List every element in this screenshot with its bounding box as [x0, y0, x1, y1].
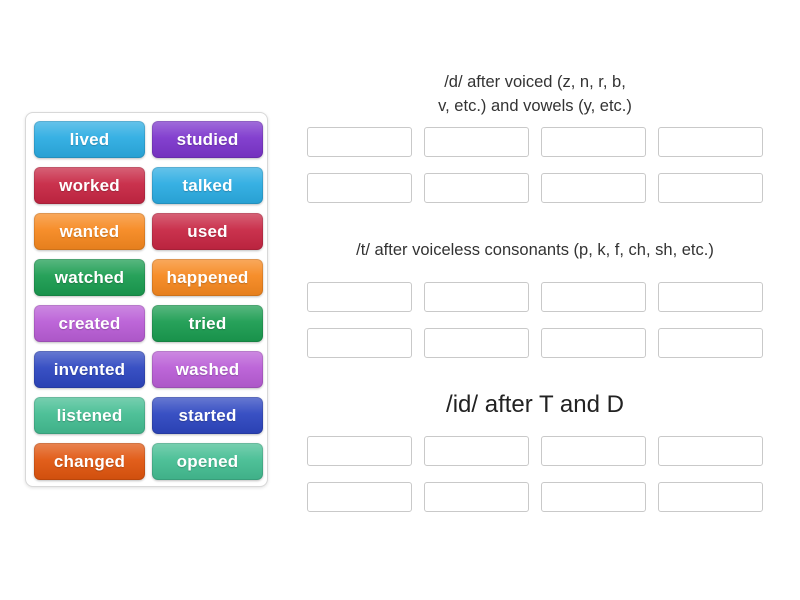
answer-slots	[307, 127, 763, 203]
answer-slot[interactable]	[541, 173, 646, 203]
answer-slot[interactable]	[307, 328, 412, 358]
answer-slot[interactable]	[658, 282, 763, 312]
answer-slot[interactable]	[307, 173, 412, 203]
answer-slot[interactable]	[424, 282, 529, 312]
word-tile-lived[interactable]: lived	[34, 121, 145, 158]
group-id: /id/ after T and D	[300, 388, 770, 512]
answer-slot[interactable]	[541, 482, 646, 512]
answer-slot[interactable]	[658, 436, 763, 466]
word-tile-studied[interactable]: studied	[152, 121, 263, 158]
word-tile-started[interactable]: started	[152, 397, 263, 434]
word-tile-invented[interactable]: invented	[34, 351, 145, 388]
answer-slot[interactable]	[658, 173, 763, 203]
word-tile-watched[interactable]: watched	[34, 259, 145, 296]
answer-slots	[307, 282, 763, 358]
word-tile-happened[interactable]: happened	[152, 259, 263, 296]
answer-slot[interactable]	[541, 282, 646, 312]
word-tile-used[interactable]: used	[152, 213, 263, 250]
word-tile-wanted[interactable]: wanted	[34, 213, 145, 250]
group-title-line: /id/ after T and D	[446, 391, 624, 418]
group-title: /d/ after voiced (z, n, r, b, v, etc.) a…	[300, 70, 770, 118]
answer-slot[interactable]	[541, 436, 646, 466]
group-title-line: /t/ after voiceless consonants (p, k, f,…	[356, 241, 714, 259]
word-tile-worked[interactable]: worked	[34, 167, 145, 204]
answer-slot[interactable]	[424, 436, 529, 466]
answer-slot[interactable]	[307, 282, 412, 312]
answer-slot[interactable]	[658, 482, 763, 512]
group-title: /t/ after voiceless consonants (p, k, f,…	[300, 238, 770, 262]
word-bank: lived studied worked talked wanted used …	[25, 112, 268, 487]
answer-slot[interactable]	[541, 328, 646, 358]
answer-slot[interactable]	[658, 328, 763, 358]
answer-slot[interactable]	[424, 482, 529, 512]
group-title: /id/ after T and D	[300, 388, 770, 422]
word-tile-talked[interactable]: talked	[152, 167, 263, 204]
answer-slot[interactable]	[307, 127, 412, 157]
word-tile-opened[interactable]: opened	[152, 443, 263, 480]
word-tile-listened[interactable]: listened	[34, 397, 145, 434]
group-d-voiced: /d/ after voiced (z, n, r, b, v, etc.) a…	[300, 70, 770, 203]
word-tile-tried[interactable]: tried	[152, 305, 263, 342]
answer-slot[interactable]	[658, 127, 763, 157]
group-title-line: v, etc.) and vowels (y, etc.)	[438, 97, 632, 115]
group-title-line: /d/ after voiced (z, n, r, b,	[444, 73, 626, 91]
answer-slot[interactable]	[424, 127, 529, 157]
word-tile-washed[interactable]: washed	[152, 351, 263, 388]
answer-slot[interactable]	[424, 328, 529, 358]
answer-slots	[307, 436, 763, 512]
answer-slot[interactable]	[424, 173, 529, 203]
word-tile-changed[interactable]: changed	[34, 443, 145, 480]
group-t-voiceless: /t/ after voiceless consonants (p, k, f,…	[300, 238, 770, 358]
answer-slot[interactable]	[307, 436, 412, 466]
answer-slot[interactable]	[541, 127, 646, 157]
word-tile-created[interactable]: created	[34, 305, 145, 342]
answer-slot[interactable]	[307, 482, 412, 512]
